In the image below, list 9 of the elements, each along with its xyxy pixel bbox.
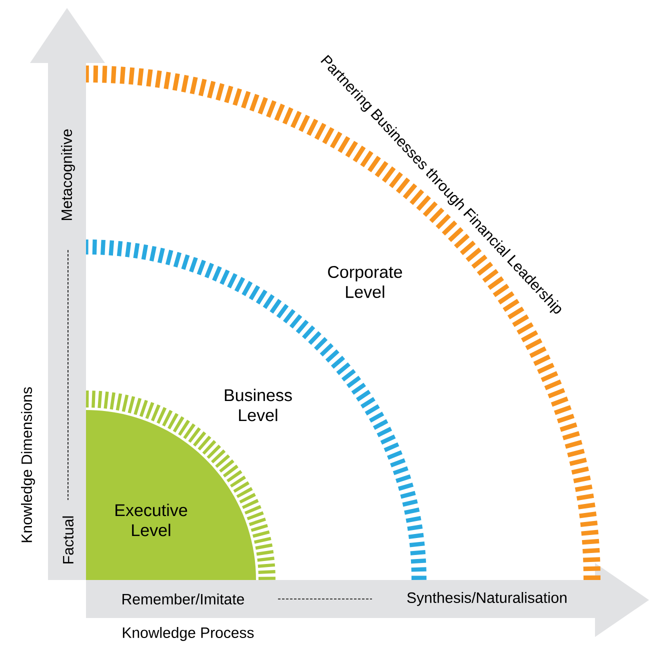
axis-title: Knowledge Dimensions bbox=[21, 387, 35, 542]
level-label: Executive Level bbox=[116, 504, 188, 536]
level-label: Corporate Level bbox=[328, 266, 402, 298]
level-label: Business Level bbox=[224, 388, 292, 422]
axis-label: Metacognitive bbox=[61, 129, 75, 220]
axis-label: Synthesis/Naturalisation bbox=[407, 592, 566, 606]
axis-label: Factual bbox=[62, 516, 74, 564]
axis-title: Knowledge Process bbox=[122, 627, 254, 641]
axis-label: Remember/Imitate bbox=[122, 593, 244, 604]
